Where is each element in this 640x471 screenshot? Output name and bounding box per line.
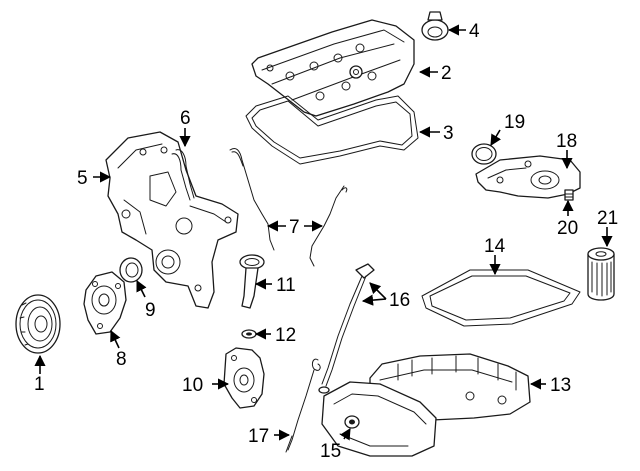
callout-labels: 1 2 3 4 5 6 7 8 9 10 11 12 13 14 15 16 1…	[34, 21, 618, 462]
oil-filter	[587, 247, 615, 301]
callout-6: 6	[180, 108, 191, 129]
pickup-o-ring	[241, 329, 257, 339]
filter-stud	[564, 189, 574, 201]
oil-pickup-tube	[239, 254, 265, 309]
callout-16: 16	[389, 290, 410, 311]
callout-7: 7	[289, 217, 300, 238]
callout-11: 11	[276, 275, 296, 296]
timing-cover	[105, 131, 239, 309]
callout-14: 14	[484, 236, 506, 257]
callout-9: 9	[145, 300, 156, 321]
callout-21: 21	[597, 208, 618, 229]
callout-20: 20	[557, 218, 578, 239]
callout-4: 4	[469, 21, 480, 42]
timing-gaskets	[229, 147, 348, 267]
callout-19: 19	[504, 112, 525, 133]
oil-pump	[223, 347, 265, 409]
front-crank-seal	[119, 257, 143, 283]
callout-12: 12	[275, 325, 296, 346]
callout-18: 18	[556, 131, 577, 152]
oil-filler-cap	[421, 11, 449, 41]
valve-cover	[251, 19, 415, 117]
timing-cover-gasket	[171, 149, 195, 201]
dipstick	[285, 358, 321, 453]
dipstick-tube	[318, 263, 375, 394]
water-pump	[83, 271, 127, 335]
leader-lines	[34, 24, 613, 441]
callout-15: 15	[320, 441, 341, 462]
callout-5: 5	[77, 168, 88, 189]
callout-2: 2	[441, 63, 452, 84]
callout-13: 13	[550, 375, 571, 396]
callout-10: 10	[182, 375, 203, 396]
oil-pan-gasket	[421, 269, 581, 327]
filter-adapter-gasket	[471, 143, 497, 165]
valve-cover-gasket	[245, 95, 419, 165]
callout-3: 3	[443, 123, 454, 144]
callout-8: 8	[116, 349, 127, 370]
crankshaft-pulley	[15, 294, 61, 354]
callout-1: 1	[34, 374, 45, 395]
callout-17: 17	[248, 426, 269, 447]
